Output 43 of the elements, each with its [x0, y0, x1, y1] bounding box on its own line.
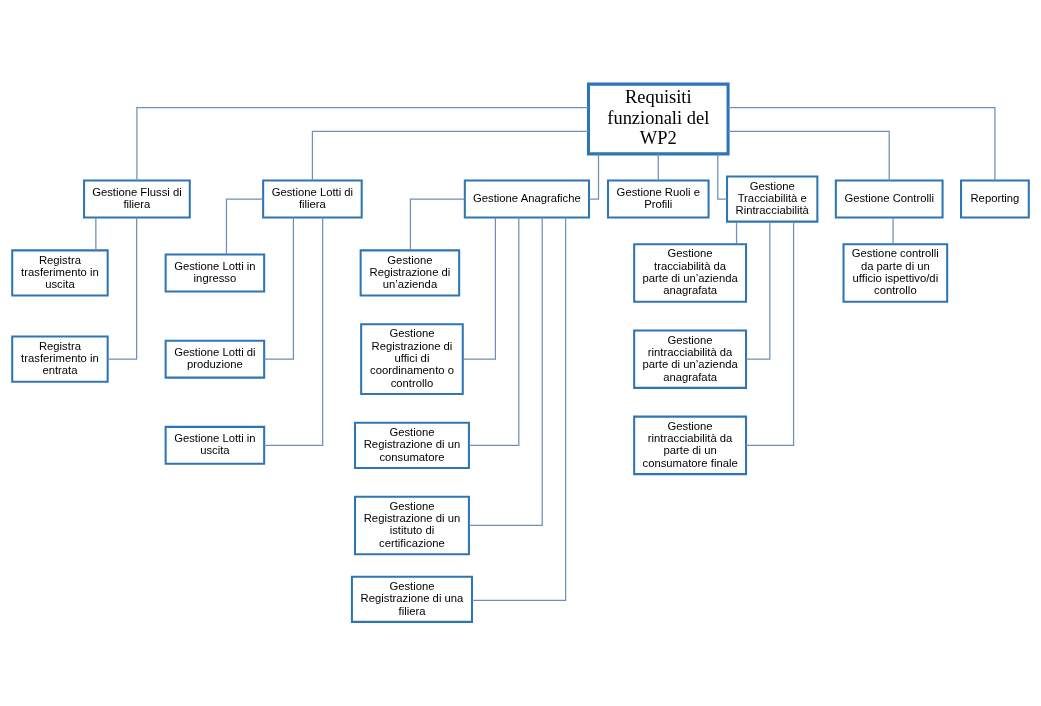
connector: [657, 153, 659, 182]
node-box: Gestione Lotti in ingresso: [164, 253, 266, 293]
connector: [588, 153, 600, 200]
connector: [471, 217, 567, 601]
node-box: Requisiti funzionali del WP2: [586, 82, 730, 156]
node-box: Gestione Ruoli e Profili: [606, 179, 710, 219]
connector: [263, 216, 324, 446]
node-box: Gestione controlli da parte di un ufficio ispettivo/di controllo: [842, 243, 949, 303]
connector: [727, 107, 996, 182]
connector: [717, 153, 728, 200]
node-box: Gestione Anagrafiche: [463, 179, 591, 219]
node-box: Gestione rintracciabilità da parte di un consumatore finale: [633, 415, 748, 476]
connector: [136, 107, 589, 182]
node-box: Gestione Lotti in uscita: [164, 425, 266, 465]
connector: [409, 198, 466, 251]
node-box: Gestione Tracciabilità e Rintracciabilità: [726, 175, 819, 223]
node-box: Gestione Registrazione di un consumatore: [354, 421, 470, 469]
node-box: Gestione Registrazione di un’azienda: [359, 249, 461, 297]
connector: [95, 217, 97, 251]
node-box: Gestione tracciabilità da parte di un’azienda anagrafata: [633, 243, 748, 303]
connector: [892, 217, 894, 245]
node-box: Gestione rintracciabilità da parte di un’azienda anagrafata: [633, 329, 748, 389]
connector: [745, 221, 771, 360]
connector: [468, 216, 520, 446]
connector: [745, 221, 795, 446]
connector: [462, 217, 497, 360]
node-box: Reporting: [960, 179, 1030, 219]
node-box: Gestione Flussi di filiera: [83, 179, 191, 219]
connector: [263, 217, 295, 360]
connector: [727, 130, 890, 182]
node-box: Registra trasferimento in uscita: [11, 249, 109, 297]
node-box: Registra trasferimento in entrata: [11, 335, 109, 383]
node-box: Gestione Lotti di filiera: [262, 179, 363, 219]
connector: [735, 221, 738, 245]
connector: [311, 130, 589, 182]
connector: [468, 216, 543, 527]
node-box: Gestione Registrazione di uffici di coordinamento o controllo: [360, 323, 464, 396]
node-box: Gestione Controlli: [834, 179, 944, 219]
connector: [225, 198, 264, 255]
connector: [107, 217, 138, 360]
node-box: Gestione Registrazione di una filiera: [350, 575, 474, 623]
node-box: Gestione Lotti di produzione: [164, 339, 266, 379]
node-box: Gestione Registrazione di un istituto di certificazione: [354, 495, 470, 556]
